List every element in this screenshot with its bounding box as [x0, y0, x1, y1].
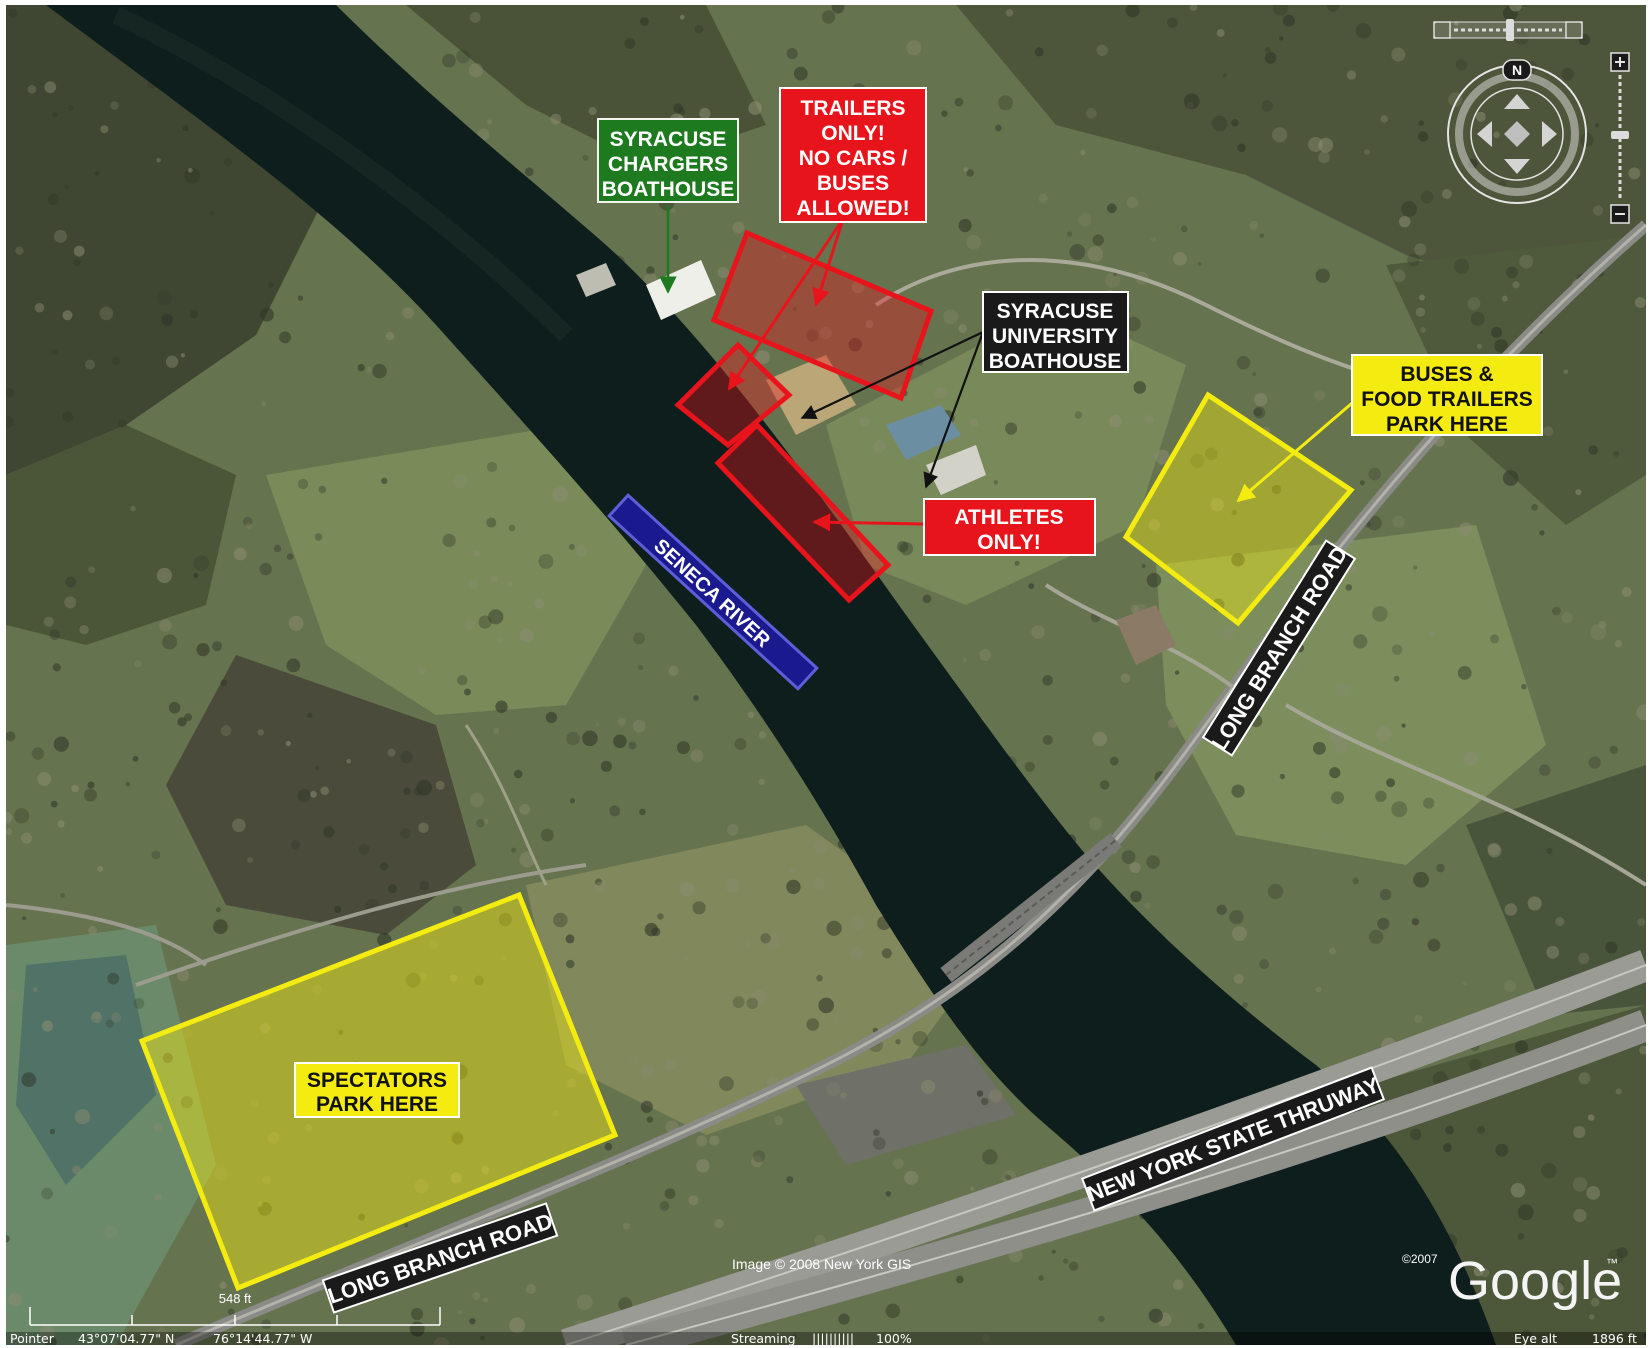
svg-text:BOATHOUSE: BOATHOUSE	[989, 350, 1122, 373]
svg-text:SYRACUSE: SYRACUSE	[610, 128, 727, 151]
pan-right-icon[interactable]	[1542, 121, 1557, 147]
svg-text:548 ft: 548 ft	[219, 1291, 252, 1306]
svg-text:BOATHOUSE: BOATHOUSE	[602, 178, 735, 201]
svg-text:ONLY!: ONLY!	[821, 122, 884, 145]
trailers-arrow-2	[727, 218, 845, 391]
svg-text:1896 ft: 1896 ft	[1592, 1331, 1637, 1345]
svg-text:SYRACUSE: SYRACUSE	[997, 300, 1114, 323]
trailers-arrow-1	[812, 218, 845, 307]
scale-bar: 548 ft	[29, 1291, 441, 1326]
pan-up-icon[interactable]	[1504, 94, 1530, 109]
svg-text:Eye alt: Eye alt	[1514, 1331, 1557, 1345]
svg-text:N: N	[1512, 62, 1522, 78]
svg-text:CHARGERS: CHARGERS	[608, 153, 728, 176]
satellite-map[interactable]: SENECA RIVER SYRACUSE CHARGERS BOATHOUSE…	[6, 5, 1646, 1345]
trailers-only-zone	[674, 229, 935, 449]
su-boathouse-arrow-2	[923, 331, 985, 489]
look-slider-handle[interactable]	[1506, 19, 1514, 41]
athletes-only-zone	[714, 421, 892, 604]
svg-text:ONLY!: ONLY!	[977, 531, 1040, 554]
svg-text:||||||||||: ||||||||||	[812, 1331, 854, 1345]
pan-left-icon[interactable]	[1477, 121, 1492, 147]
buses-arrow	[1236, 396, 1359, 503]
north-button[interactable]	[1502, 59, 1532, 81]
image-credit: Image © 2008 New York GIS	[732, 1256, 911, 1272]
seneca-river-water	[46, 5, 1496, 1345]
zoom-slider-handle[interactable]	[1611, 131, 1629, 139]
svg-text:BUSES &: BUSES &	[1400, 363, 1493, 386]
svg-text:ALLOWED!: ALLOWED!	[796, 197, 909, 220]
roads	[6, 220, 1646, 1345]
google-logo: Google	[1448, 1251, 1622, 1311]
svg-text:NO CARS /: NO CARS /	[799, 147, 908, 170]
svg-text:PARK HERE: PARK HERE	[316, 1093, 438, 1116]
svg-text:TRAILERS: TRAILERS	[801, 97, 906, 120]
svg-text:BUSES: BUSES	[817, 172, 889, 195]
pan-down-icon[interactable]	[1504, 159, 1530, 174]
compass-ring[interactable]: N	[1447, 59, 1587, 204]
google-trademark: ™	[1606, 1256, 1618, 1270]
copyright-year: ©2007	[1402, 1252, 1438, 1266]
svg-text:UNIVERSITY: UNIVERSITY	[992, 325, 1118, 348]
athletes-arrow	[812, 513, 925, 532]
bridges	[940, 832, 1122, 983]
su-boathouse-arrow-1	[800, 331, 984, 420]
svg-text:SPECTATORS: SPECTATORS	[307, 1069, 447, 1092]
move-joystick-icon[interactable]	[1504, 121, 1530, 147]
svg-text:76°14'44.77" W: 76°14'44.77" W	[213, 1331, 312, 1345]
athletes-only-label: ATHLETES ONLY!	[923, 498, 1096, 556]
buses-food-trailers-label: BUSES & FOOD TRAILERS PARK HERE	[1351, 354, 1543, 436]
spectators-label: SPECTATORS PARK HERE	[294, 1062, 460, 1118]
svg-text:PARK HERE: PARK HERE	[1386, 413, 1508, 436]
tilt-reset-icon[interactable]	[1433, 21, 1451, 39]
svg-text:100%: 100%	[876, 1331, 912, 1345]
status-bar: Pointer 43°07'04.77" N 76°14'44.77" W St…	[6, 1331, 1646, 1345]
chargers-boathouse-label: SYRACUSE CHARGERS BOATHOUSE	[597, 118, 739, 203]
svg-text:ATHLETES: ATHLETES	[954, 506, 1063, 529]
su-boathouse-label: SYRACUSE UNIVERSITY BOATHOUSE	[982, 291, 1129, 373]
buses-food-trailers-zone	[1122, 391, 1355, 627]
buildings	[576, 260, 1176, 665]
tilt-full-icon[interactable]	[1565, 21, 1583, 39]
zoom-slider[interactable]	[1610, 52, 1630, 224]
trailers-only-label: TRAILERS ONLY! NO CARS / BUSES ALLOWED!	[779, 87, 927, 223]
svg-text:43°07'04.77" N: 43°07'04.77" N	[78, 1331, 174, 1345]
look-slider[interactable]	[1433, 19, 1583, 41]
svg-text:FOOD TRAILERS: FOOD TRAILERS	[1361, 388, 1533, 411]
svg-text:Streaming: Streaming	[731, 1331, 796, 1345]
svg-text:Pointer: Pointer	[10, 1331, 55, 1345]
